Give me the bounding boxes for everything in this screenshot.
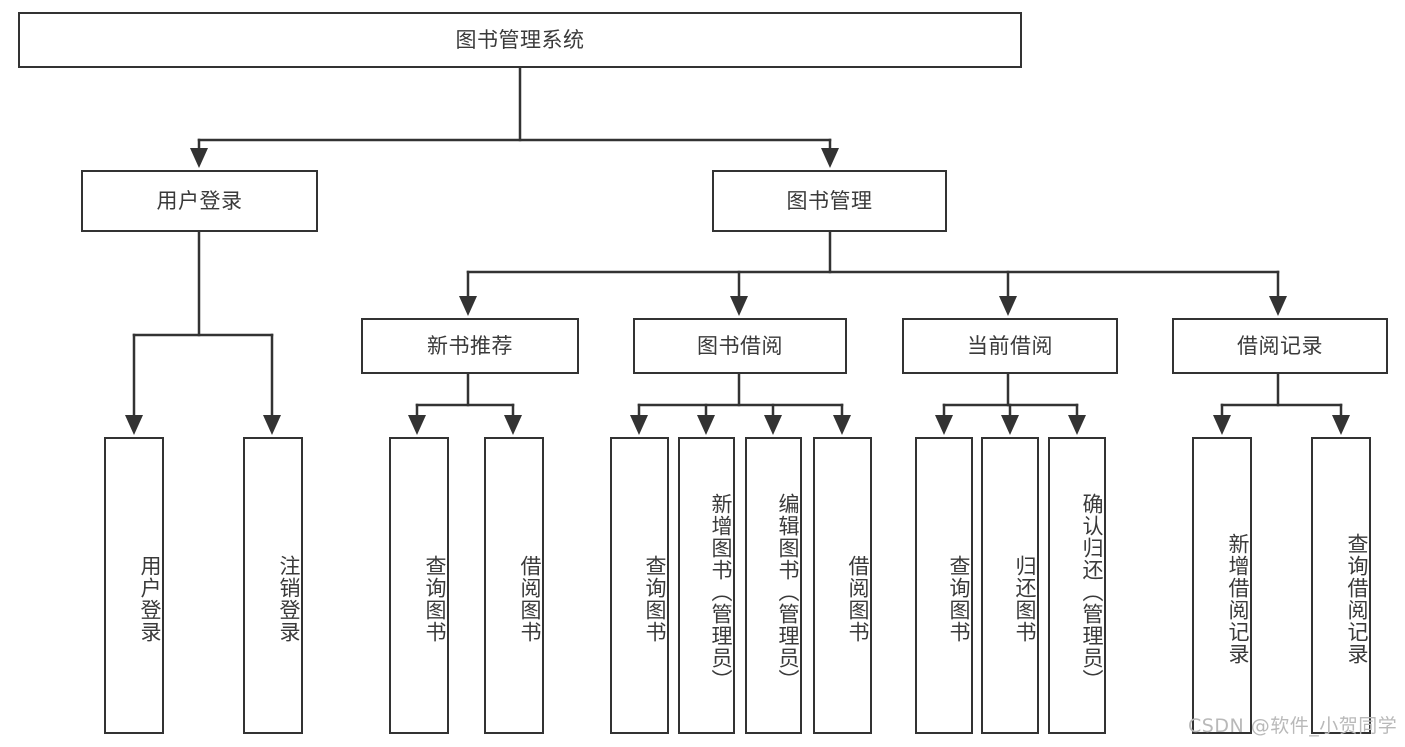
edge-借阅记录-arrow-0-head bbox=[1213, 415, 1231, 435]
edge-当前借阅-arrow-1-head bbox=[1001, 415, 1019, 435]
node-label: 新增借阅记录 bbox=[1226, 532, 1250, 665]
node-label: 用户登录 bbox=[138, 554, 162, 643]
node-label: 图书借阅 bbox=[697, 333, 783, 358]
edge-图书借阅-arrow-2-head bbox=[764, 415, 782, 435]
node-leaf-新增图书管理员-5: 新增图书（管理员） bbox=[678, 437, 735, 734]
node-label: 图书管理系统 bbox=[455, 27, 585, 52]
node-leaf-借阅图书-7: 借阅图书 bbox=[813, 437, 872, 734]
node-label: 用户登录 bbox=[156, 188, 243, 213]
edge-manage-arrow-3-head bbox=[1269, 296, 1287, 316]
node-level2-图书管理-1: 图书管理 bbox=[712, 170, 947, 232]
node-leaf-确认归还管理员-10: 确认归还（管理员） bbox=[1048, 437, 1106, 734]
node-label: 注销登录 bbox=[277, 554, 301, 643]
edge-图书借阅-arrow-1-head bbox=[697, 415, 715, 435]
node-label: 借阅记录 bbox=[1237, 333, 1323, 358]
node-leaf-编辑图书管理员-6: 编辑图书（管理员） bbox=[745, 437, 802, 734]
edge-当前借阅-arrow-2-head bbox=[1068, 415, 1086, 435]
node-level2-用户登录-0: 用户登录 bbox=[81, 170, 318, 232]
node-leaf-注销登录-1: 注销登录 bbox=[243, 437, 303, 734]
edge-图书借阅-arrow-3-head bbox=[833, 415, 851, 435]
edge-root-arrow-1-head bbox=[821, 148, 839, 168]
node-label: 查询图书 bbox=[947, 554, 971, 643]
node-leaf-新增借阅记录-11: 新增借阅记录 bbox=[1192, 437, 1252, 734]
node-label: 新书推荐 bbox=[427, 333, 513, 358]
node-label: 查询借阅记录 bbox=[1345, 532, 1369, 665]
edge-图书借阅-arrow-0-head bbox=[630, 415, 648, 435]
node-leaf-用户登录-0: 用户登录 bbox=[104, 437, 164, 734]
node-label: 确认归还（管理员） bbox=[1080, 492, 1104, 691]
node-leaf-借阅图书-3: 借阅图书 bbox=[484, 437, 544, 734]
node-label: 查询图书 bbox=[643, 554, 667, 643]
node-label: 归还图书 bbox=[1013, 554, 1037, 643]
node-leaf-查询借阅记录-12: 查询借阅记录 bbox=[1311, 437, 1371, 734]
edge-当前借阅-arrow-0-head bbox=[935, 415, 953, 435]
node-label: 查询图书 bbox=[423, 554, 447, 643]
node-label: 借阅图书 bbox=[846, 554, 870, 643]
edge-login-arrow-0-head bbox=[125, 415, 143, 435]
node-label: 当前借阅 bbox=[967, 333, 1053, 358]
csdn-watermark: CSDN @软件_小贺同学 bbox=[1188, 715, 1398, 737]
node-label: 借阅图书 bbox=[518, 554, 542, 643]
node-label: 新增图书（管理员） bbox=[709, 492, 733, 691]
edge-manage-arrow-0-head bbox=[459, 296, 477, 316]
node-label: 编辑图书（管理员） bbox=[776, 492, 800, 691]
node-leaf-归还图书-9: 归还图书 bbox=[981, 437, 1039, 734]
node-root-图书管理系统: 图书管理系统 bbox=[18, 12, 1022, 68]
node-level3-当前借阅-2: 当前借阅 bbox=[902, 318, 1118, 374]
edge-login-arrow-1-head bbox=[263, 415, 281, 435]
node-leaf-查询图书-4: 查询图书 bbox=[610, 437, 669, 734]
edge-新书推荐-arrow-0-head bbox=[408, 415, 426, 435]
edge-root-arrow-0-head bbox=[190, 148, 208, 168]
node-level3-图书借阅-1: 图书借阅 bbox=[633, 318, 847, 374]
node-level3-新书推荐-0: 新书推荐 bbox=[361, 318, 579, 374]
node-label: 图书管理 bbox=[786, 188, 873, 213]
node-leaf-查询图书-8: 查询图书 bbox=[915, 437, 973, 734]
edge-借阅记录-arrow-1-head bbox=[1332, 415, 1350, 435]
edge-manage-arrow-2-head bbox=[999, 296, 1017, 316]
node-leaf-查询图书-2: 查询图书 bbox=[389, 437, 449, 734]
edge-新书推荐-arrow-1-head bbox=[504, 415, 522, 435]
node-level3-借阅记录-3: 借阅记录 bbox=[1172, 318, 1388, 374]
edge-manage-arrow-1-head bbox=[730, 296, 748, 316]
